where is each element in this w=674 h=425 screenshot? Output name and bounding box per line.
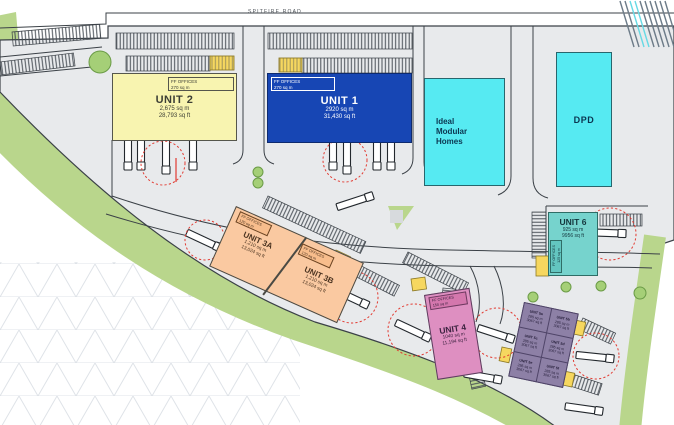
dock-combs bbox=[209, 55, 587, 388]
unit-1-block: UNIT 1 2920 sq m 31,430 sq ft FF OFFICES… bbox=[267, 73, 412, 143]
unit-1-area-imperial: 31,430 sq ft bbox=[323, 114, 356, 120]
unit-5f-cell: UNIT 5f 285 sq m 3067 sq ft bbox=[536, 357, 568, 387]
tenant-name-line: Modular bbox=[436, 127, 468, 136]
unit-4-offices-box: FF OFFICES 150 sq m bbox=[428, 291, 468, 311]
offices-label: FF OFFICES bbox=[552, 245, 556, 266]
unit-6-block: UNIT 6 925 sq m 9956 sq ft FF OFFICES 12… bbox=[548, 212, 598, 276]
unit-6-area-imperial: 9956 sq ft bbox=[562, 233, 584, 240]
unit-4-label: UNIT 4 1040 sq m 11,194 sq ft bbox=[430, 321, 477, 350]
road-label: SPITFIRE ROAD bbox=[248, 9, 302, 15]
offices-area: 270 sq m bbox=[274, 84, 293, 90]
unit-1-offices-box: FF OFFICES 270 sq m bbox=[271, 77, 335, 91]
unit-6-area-metric: 925 sq m bbox=[562, 227, 584, 233]
unit-2-offices-box: FF OFFICES 270 sq m bbox=[168, 77, 234, 91]
unit-2-area-metric: 2,675 sq m bbox=[159, 105, 190, 112]
ideal-modular-homes-block: Ideal Modular Homes bbox=[424, 78, 505, 186]
unit-6-title: UNIT 6 bbox=[559, 217, 587, 227]
offices-label: FF OFFICES bbox=[171, 79, 198, 84]
unit-1-title: UNIT 1 bbox=[320, 94, 359, 107]
tenant-name-line: Homes bbox=[436, 137, 463, 146]
offices-area: 270 sq m bbox=[171, 84, 190, 90]
unit-2-area-imperial: 28,793 sq ft bbox=[158, 113, 191, 119]
unit-3b-label: UNIT 3B 1,210 sq m 13,024 sq ft bbox=[284, 259, 349, 303]
offices-area: 125 sq m bbox=[556, 248, 561, 263]
unit-2-block: UNIT 2 2,675 sq m 28,793 sq ft FF OFFICE… bbox=[112, 73, 237, 141]
unit-5e-cell: UNIT 5e 285 sq m 3067 sq ft bbox=[509, 352, 541, 382]
tenant-name: DPD bbox=[573, 114, 595, 125]
trees bbox=[88, 50, 647, 303]
unit-1-area-metric: 2920 sq m bbox=[325, 106, 354, 113]
unit-2-title: UNIT 2 bbox=[155, 93, 194, 106]
unit-6-offices-box: FF OFFICES 125 sq m bbox=[550, 240, 562, 273]
dpd-block: DPD bbox=[556, 52, 612, 187]
green-strip-east bbox=[619, 234, 666, 425]
offices-label: FF OFFICES bbox=[274, 79, 301, 84]
corner-hatch bbox=[619, 0, 674, 48]
tenant-name-line: Ideal bbox=[436, 117, 455, 126]
